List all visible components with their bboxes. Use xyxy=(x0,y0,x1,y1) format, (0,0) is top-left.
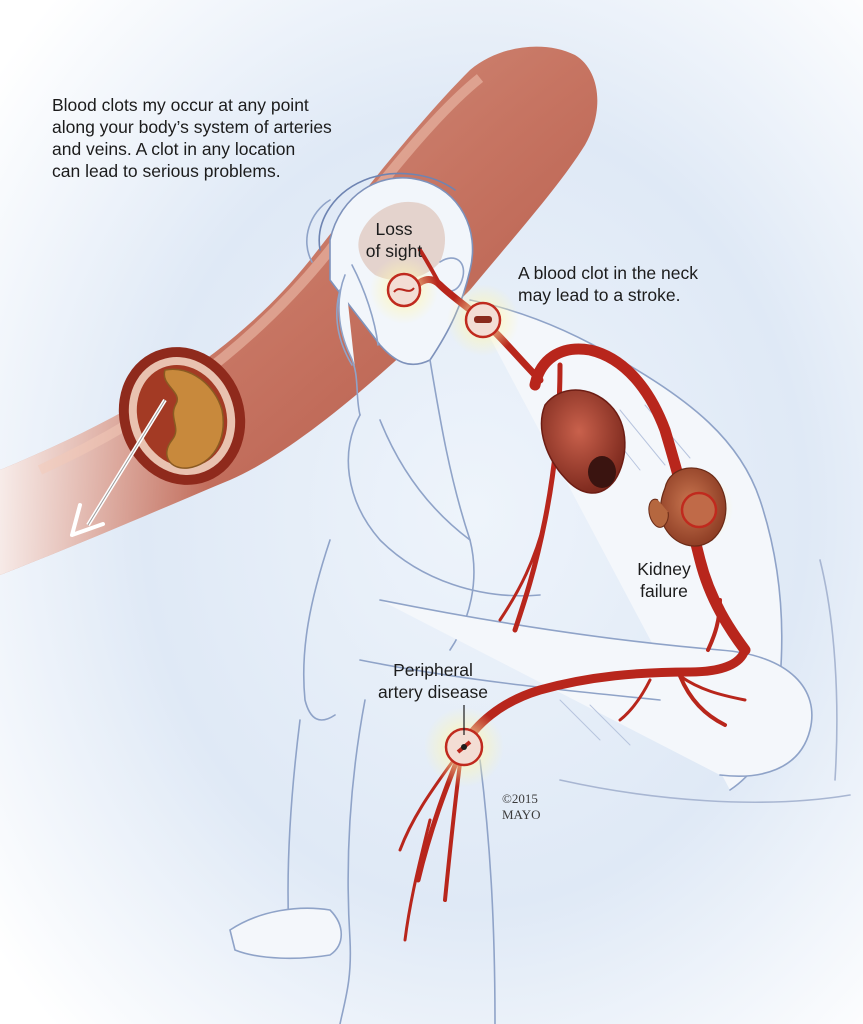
intro-line: and veins. A clot in any location xyxy=(52,139,296,159)
clot-marker-eye xyxy=(370,256,438,324)
intro-line: can lead to serious problems. xyxy=(52,161,281,181)
label-line: Kidney xyxy=(637,559,691,579)
clot-marker-neck xyxy=(447,284,519,356)
intro-line: along your body’s system of arteries xyxy=(52,117,332,137)
clot-marker-kidney xyxy=(680,491,718,529)
copyright-mark: ©2015 MAYO xyxy=(502,791,541,823)
label-line: of sight xyxy=(365,241,423,261)
label-kidney-failure: Kidney failure xyxy=(624,558,704,602)
label-peripheral-artery-disease: Peripheral artery disease xyxy=(368,659,498,703)
label-loss-of-sight: Loss of sight xyxy=(354,218,434,262)
label-neck-stroke: A blood clot in the neck may lead to a s… xyxy=(518,262,748,306)
label-line: failure xyxy=(640,581,688,601)
copyright-owner: MAYO xyxy=(502,807,541,822)
copyright-year: ©2015 xyxy=(502,791,538,806)
intro-line: Blood clots my occur at any point xyxy=(52,95,309,115)
label-line: artery disease xyxy=(378,682,488,702)
blood-vessel-cross-section xyxy=(0,46,598,575)
label-line: Loss xyxy=(375,219,413,239)
clot-marker-leg xyxy=(424,707,504,787)
label-line: may lead to a stroke. xyxy=(518,285,681,305)
heart-clot xyxy=(588,456,616,488)
kidney xyxy=(648,467,733,547)
plaque-clot xyxy=(163,368,224,469)
heart xyxy=(540,389,626,494)
label-line: Peripheral xyxy=(393,660,473,680)
intro-text: Blood clots my occur at any point along … xyxy=(52,94,372,182)
label-line: A blood clot in the neck xyxy=(518,263,698,283)
